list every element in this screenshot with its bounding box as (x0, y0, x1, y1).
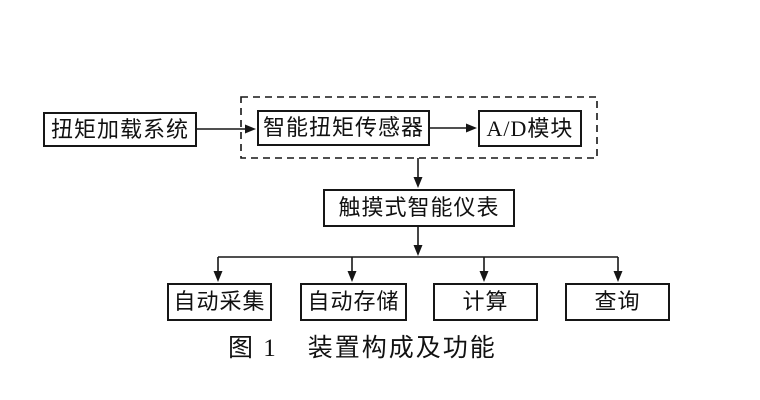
node-label: 智能扭矩传感器 (262, 115, 424, 140)
node-touch-smart-instrument: 触摸式智能仪表 (323, 189, 515, 227)
node-ad-module: A/D模块 (478, 110, 582, 147)
arrowhead-down-icon (613, 271, 623, 282)
node-label: 触摸式智能仪表 (338, 195, 500, 220)
arrowhead-right-icon (245, 124, 256, 134)
figure-caption-label: 图 1 (228, 335, 278, 362)
arrowhead-down-icon (413, 245, 423, 256)
node-label: 查询 (594, 289, 641, 314)
node-torque-loading-system: 扭矩加载系统 (43, 112, 197, 147)
node-label: 扭矩加载系统 (50, 116, 189, 142)
arrowhead-down-icon (213, 271, 223, 282)
node-smart-torque-sensor: 智能扭矩传感器 (257, 110, 430, 146)
arrowhead-down-icon (413, 177, 423, 188)
node-label: A/D模块 (486, 115, 574, 141)
arrowhead-down-icon (479, 271, 489, 282)
figure-caption-text: 装置构成及功能 (307, 335, 497, 362)
figure-caption: 图 1 装置构成及功能 (228, 334, 497, 364)
node-label: 计算 (462, 289, 509, 314)
node-auto-store: 自动存储 (300, 283, 407, 321)
dashed-group-border (240, 96, 598, 159)
node-label: 自动存储 (307, 289, 400, 314)
arrowhead-right-icon (466, 123, 477, 133)
node-auto-collect: 自动采集 (167, 283, 272, 321)
node-label: 自动采集 (173, 289, 266, 314)
node-compute: 计算 (433, 283, 538, 321)
arrowhead-down-icon (347, 271, 357, 282)
node-query: 查询 (565, 283, 670, 321)
